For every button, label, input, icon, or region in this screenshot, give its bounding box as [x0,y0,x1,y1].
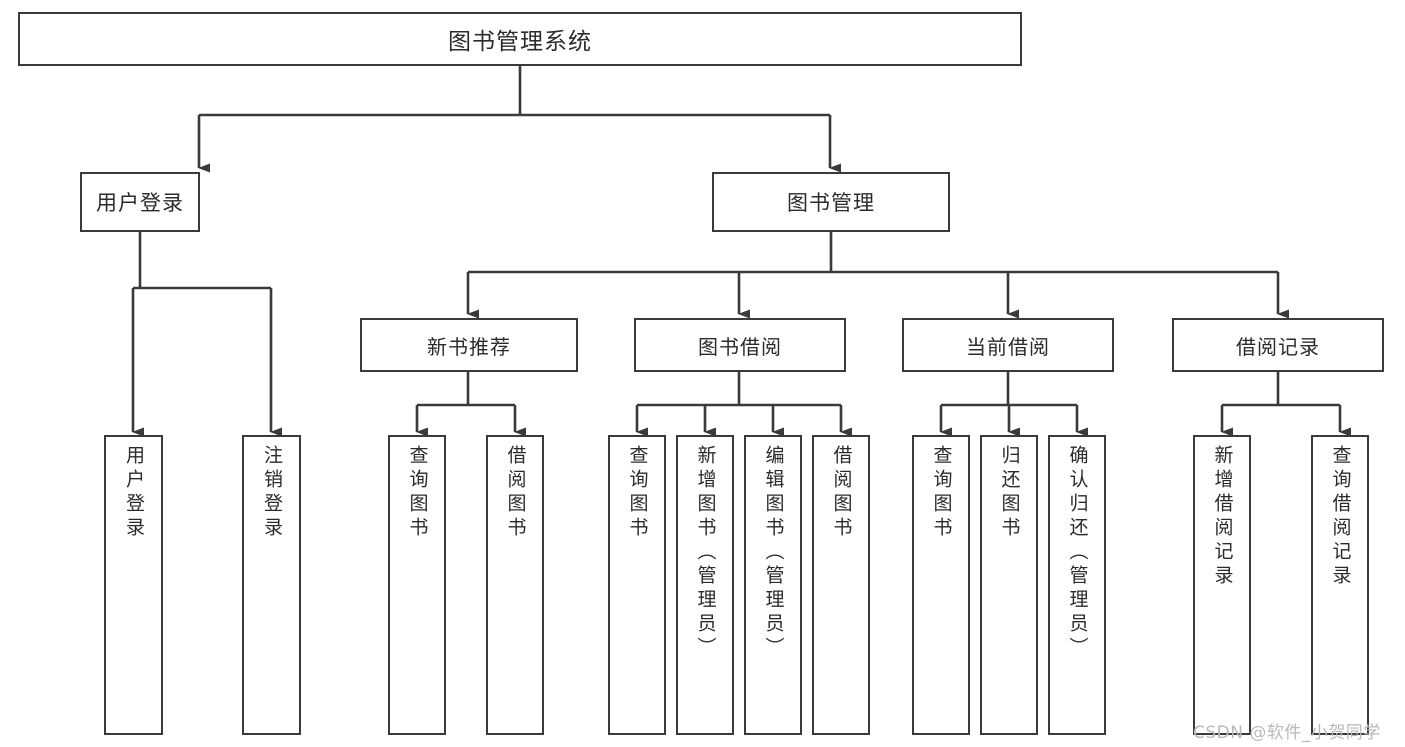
leaf-user-login-login[interactable]: 用户登录 [104,435,163,735]
node-book-borrow[interactable]: 图书借阅 [634,318,846,372]
leaf-label: 新增借阅记录 [1211,445,1234,589]
node-borrow-record[interactable]: 借阅记录 [1172,318,1384,372]
node-current-borrow-label: 当前借阅 [966,334,1050,359]
leaf-label: 确认归还（管理员） [1066,445,1089,661]
leaf-current-borrow-query[interactable]: 查询图书 [912,435,970,735]
leaf-book-borrow-edit[interactable]: 编辑图书（管理员） [744,435,802,735]
leaf-label: 注销登录 [261,445,283,541]
leaf-label: 编辑图书（管理员） [762,445,785,661]
leaf-current-borrow-return[interactable]: 归还图书 [980,435,1038,735]
leaf-new-book-query[interactable]: 查询图书 [388,435,446,735]
node-borrow-record-label: 借阅记录 [1236,334,1320,359]
leaf-current-borrow-confirm-return[interactable]: 确认归还（管理员） [1048,435,1106,735]
leaf-book-borrow-add[interactable]: 新增图书（管理员） [676,435,734,735]
leaf-borrow-record-query[interactable]: 查询借阅记录 [1311,435,1369,735]
node-user-login[interactable]: 用户登录 [80,172,200,232]
leaf-new-book-borrow[interactable]: 借阅图书 [486,435,544,735]
node-new-book-recommend[interactable]: 新书推荐 [360,318,578,372]
leaf-label: 用户登录 [123,445,145,541]
leaf-borrow-record-add[interactable]: 新增借阅记录 [1193,435,1251,735]
node-root-label: 图书管理系统 [448,29,592,55]
leaf-label: 查询图书 [626,445,649,541]
leaf-user-login-logout[interactable]: 注销登录 [242,435,301,735]
leaf-label: 归还图书 [998,445,1021,541]
node-user-login-label: 用户登录 [96,191,184,215]
leaf-label: 查询图书 [406,445,429,541]
leaf-book-borrow-borrow[interactable]: 借阅图书 [812,435,870,735]
node-new-book-recommend-label: 新书推荐 [427,334,511,359]
leaf-label: 借阅图书 [504,445,527,541]
node-current-borrow[interactable]: 当前借阅 [902,318,1114,372]
leaf-book-borrow-query[interactable]: 查询图书 [608,435,666,735]
leaf-label: 借阅图书 [830,445,853,541]
leaf-label: 查询借阅记录 [1329,445,1352,589]
node-book-manage[interactable]: 图书管理 [712,172,950,232]
node-book-borrow-label: 图书借阅 [698,334,782,359]
leaf-label: 查询图书 [930,445,953,541]
node-root[interactable]: 图书管理系统 [18,12,1022,66]
leaf-label: 新增图书（管理员） [694,445,717,661]
watermark-text: CSDN @软件_小贺同学 [1193,723,1381,743]
node-book-manage-label: 图书管理 [787,191,875,215]
